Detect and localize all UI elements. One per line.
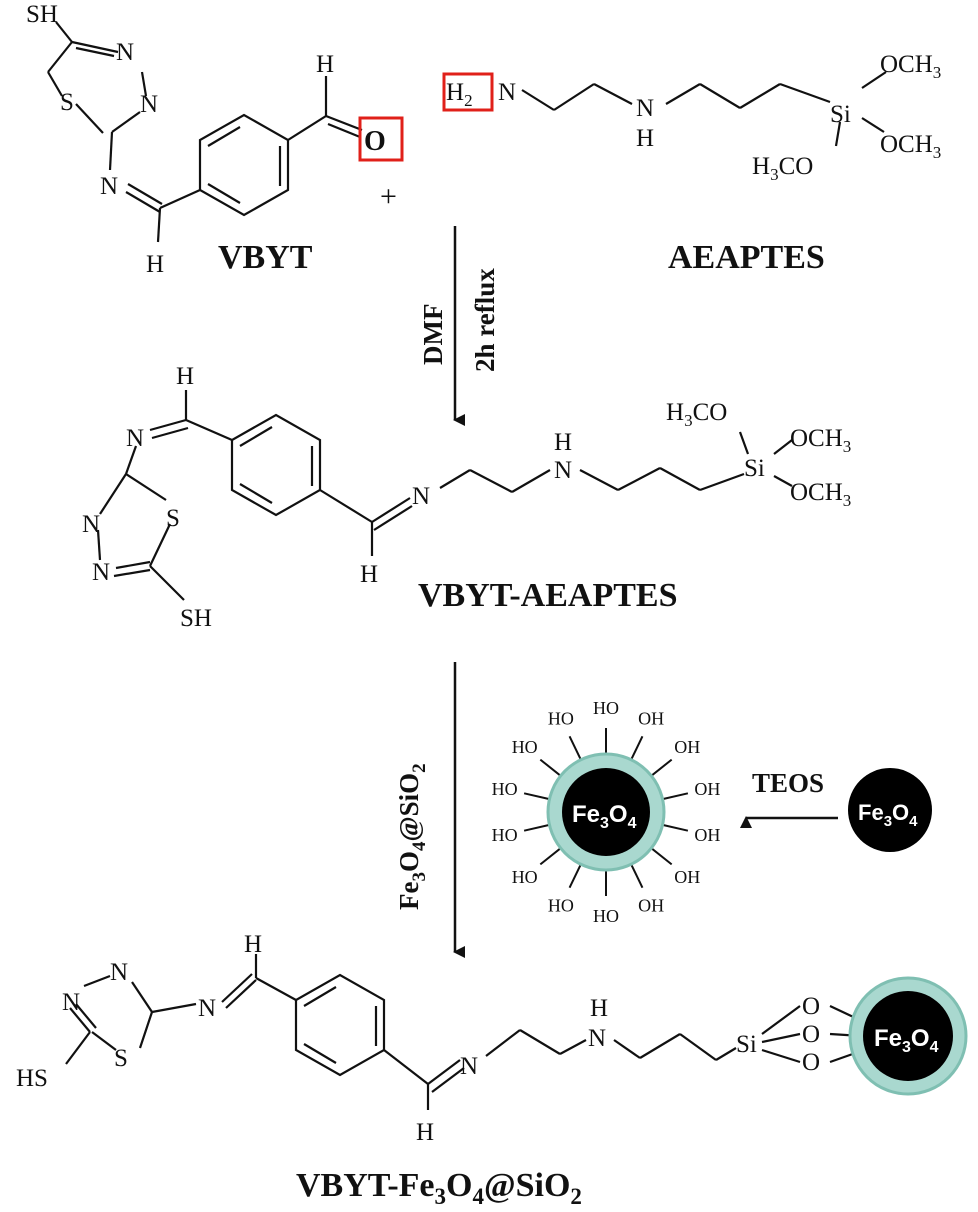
hydroxyl-label: HO bbox=[548, 708, 574, 728]
np3-label: Fe3O4 bbox=[874, 1025, 939, 1056]
amine-highlight-box bbox=[442, 72, 494, 112]
vbyt-name: VBYT bbox=[218, 239, 313, 276]
product-atom-labels: H N N N HS S N H H N Si O O O bbox=[16, 931, 820, 1146]
pr-o1: O bbox=[802, 993, 820, 1020]
condition-fe3o4-sio2: Fe3O4@SiO2 bbox=[394, 763, 430, 910]
va-h-top: H bbox=[176, 363, 194, 390]
pr-n-link: N bbox=[460, 1053, 478, 1080]
vbyt-n1: N bbox=[116, 39, 134, 66]
hydroxyl-label: HO bbox=[492, 779, 518, 799]
product-molecule bbox=[65, 954, 865, 1110]
va-sh: SH bbox=[180, 605, 212, 632]
aeaptes-n2: N bbox=[636, 95, 654, 122]
hydroxyl-label: OH bbox=[638, 708, 664, 728]
aeaptes-n1: N bbox=[498, 79, 516, 106]
aeaptes-h3co: H3CO bbox=[752, 153, 813, 184]
hydroxyl-bond bbox=[662, 823, 689, 832]
hydroxyl-bond bbox=[662, 792, 689, 801]
vbyt-s: S bbox=[60, 89, 74, 116]
va-n-link: N bbox=[412, 483, 430, 510]
va-h3co: H3CO bbox=[666, 399, 727, 430]
magnetite-core bbox=[562, 768, 650, 856]
pr-o3: O bbox=[802, 1049, 820, 1076]
aeaptes-si: Si bbox=[830, 101, 851, 128]
pr-n-ring1: N bbox=[110, 959, 128, 986]
pr-hs: HS bbox=[16, 1065, 48, 1092]
hydroxyl-label: HO bbox=[512, 867, 538, 887]
vbyt-h-top: H bbox=[316, 51, 334, 78]
hydroxyl-bond bbox=[523, 823, 550, 832]
np2-label: Fe3O4 bbox=[858, 800, 918, 830]
va-n-imine: N bbox=[126, 425, 144, 452]
hydroxyl-label: HO bbox=[512, 737, 538, 757]
pr-n-imine: N bbox=[198, 995, 216, 1022]
pr-nh-h: H bbox=[590, 995, 608, 1022]
va-nh-h: H bbox=[554, 429, 572, 456]
condition-dmf: DMF bbox=[418, 304, 448, 365]
hydroxyl-bond bbox=[650, 847, 673, 866]
aeaptes-name: AEAPTES bbox=[668, 239, 825, 276]
vbyt-n2: N bbox=[140, 91, 158, 118]
hydroxyl-bond bbox=[630, 863, 644, 889]
aeaptes-molecule bbox=[521, 71, 887, 147]
hydroxyl-bond bbox=[539, 758, 562, 777]
hydroxyl-label: OH bbox=[638, 896, 664, 916]
pr-si: Si bbox=[736, 1031, 757, 1058]
va-si: Si bbox=[744, 455, 765, 482]
np1-label: Fe3O4 bbox=[572, 801, 637, 832]
vbyt-aeaptes-name: VBYT-AEAPTES bbox=[418, 577, 677, 614]
vbyt-atom-labels: SH N N S N H H O VBYT bbox=[26, 1, 404, 278]
aeaptes-h: H bbox=[636, 125, 654, 152]
condition-teos: TEOS bbox=[752, 768, 824, 798]
va-nh-n: N bbox=[554, 457, 572, 484]
hydroxyl-label: HO bbox=[593, 906, 619, 926]
va-och3-a: OCH3 bbox=[790, 425, 851, 456]
pr-n-ring2: N bbox=[62, 989, 80, 1016]
hydroxyl-label: OH bbox=[694, 825, 720, 845]
hydroxyl-bond bbox=[539, 847, 562, 866]
va-h-bottom: H bbox=[360, 561, 378, 588]
va-s: S bbox=[166, 505, 180, 532]
hydroxyl-label: OH bbox=[694, 779, 720, 799]
pr-h-top: H bbox=[244, 931, 262, 958]
aeaptes-och3-a: OCH3 bbox=[880, 51, 941, 82]
oxygen-highlight-box bbox=[358, 116, 404, 162]
hydroxyl-label: HO bbox=[492, 825, 518, 845]
hydroxyl-bond bbox=[523, 792, 550, 801]
product-magnetite-core bbox=[863, 991, 953, 1081]
vbyt-sh: SH bbox=[26, 1, 58, 28]
aeaptes-h2: H2 bbox=[446, 79, 473, 110]
hydroxyl-label: HO bbox=[548, 896, 574, 916]
hydroxyl-label: OH bbox=[674, 867, 700, 887]
va-n-ring1: N bbox=[82, 511, 100, 538]
plus-sign: + bbox=[380, 180, 397, 213]
pr-o2: O bbox=[802, 1021, 820, 1048]
bare-fe3o4-particle bbox=[848, 768, 932, 852]
condition-reflux: 2h reflux bbox=[470, 268, 500, 372]
vbyt-n3: N bbox=[100, 173, 118, 200]
hydroxyl-bond bbox=[650, 758, 673, 777]
va-och3-b: OCH3 bbox=[790, 479, 851, 510]
va-n-ring2: N bbox=[92, 559, 110, 586]
hydroxyl-bond bbox=[568, 735, 582, 761]
hydroxyl-label: OH bbox=[674, 737, 700, 757]
vbyt-molecule bbox=[47, 21, 363, 243]
pr-s: S bbox=[114, 1045, 128, 1072]
pr-nh-n: N bbox=[588, 1025, 606, 1052]
vbyt-h-bottom: H bbox=[146, 251, 164, 278]
hydroxyl-bond bbox=[630, 735, 644, 761]
vbyt-aeaptes-atom-labels: H N N N S SH H N H N Si H3CO OCH3 OCH3 V… bbox=[82, 363, 851, 632]
hydroxyl-bond bbox=[568, 863, 582, 889]
aeaptes-atom-labels: H2 N N H Si OCH3 OCH3 H3CO AEAPTES bbox=[442, 51, 941, 276]
vbyt-o: O bbox=[364, 126, 386, 157]
hydroxylated-nanoparticle: Fe3O4 HO OH OH OH OH OH OH HO HO HO HO HO HO HO bbox=[492, 698, 721, 926]
aeaptes-och3-b: OCH3 bbox=[880, 131, 941, 162]
pr-h-bottom: H bbox=[416, 1119, 434, 1146]
vbyt-aeaptes-molecule bbox=[96, 390, 793, 601]
product-name: VBYT-Fe3O4@SiO2 bbox=[296, 1167, 582, 1209]
hydroxyl-label: HO bbox=[593, 698, 619, 718]
